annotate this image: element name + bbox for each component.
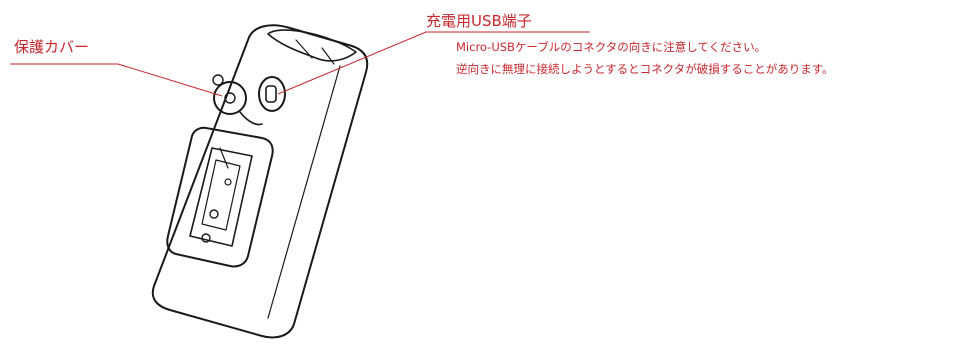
caution-note-line-2: 逆向きに無理に接続しようとするとコネクタが破損することがあります。 <box>456 62 834 76</box>
cover-strap <box>239 111 263 126</box>
protective-cover <box>213 81 247 115</box>
device-body-outline <box>151 24 369 339</box>
caution-note: Micro-USBケーブルのコネクタの向きに注意してください。 逆向きに無理に接… <box>456 36 834 80</box>
usb-port <box>258 76 286 112</box>
device-edge-line <box>267 65 341 319</box>
cover-leader-line <box>10 63 223 97</box>
device-top-cap <box>267 29 357 62</box>
caution-note-line-1: Micro-USBケーブルのコネクタの向きに注意してください。 <box>456 40 767 54</box>
protective-cover-label: 保護カバー <box>14 38 90 56</box>
usb-leader-line <box>277 31 590 95</box>
device-clip <box>166 126 274 268</box>
usb-port-label: 充電用USB端子 <box>426 12 532 30</box>
